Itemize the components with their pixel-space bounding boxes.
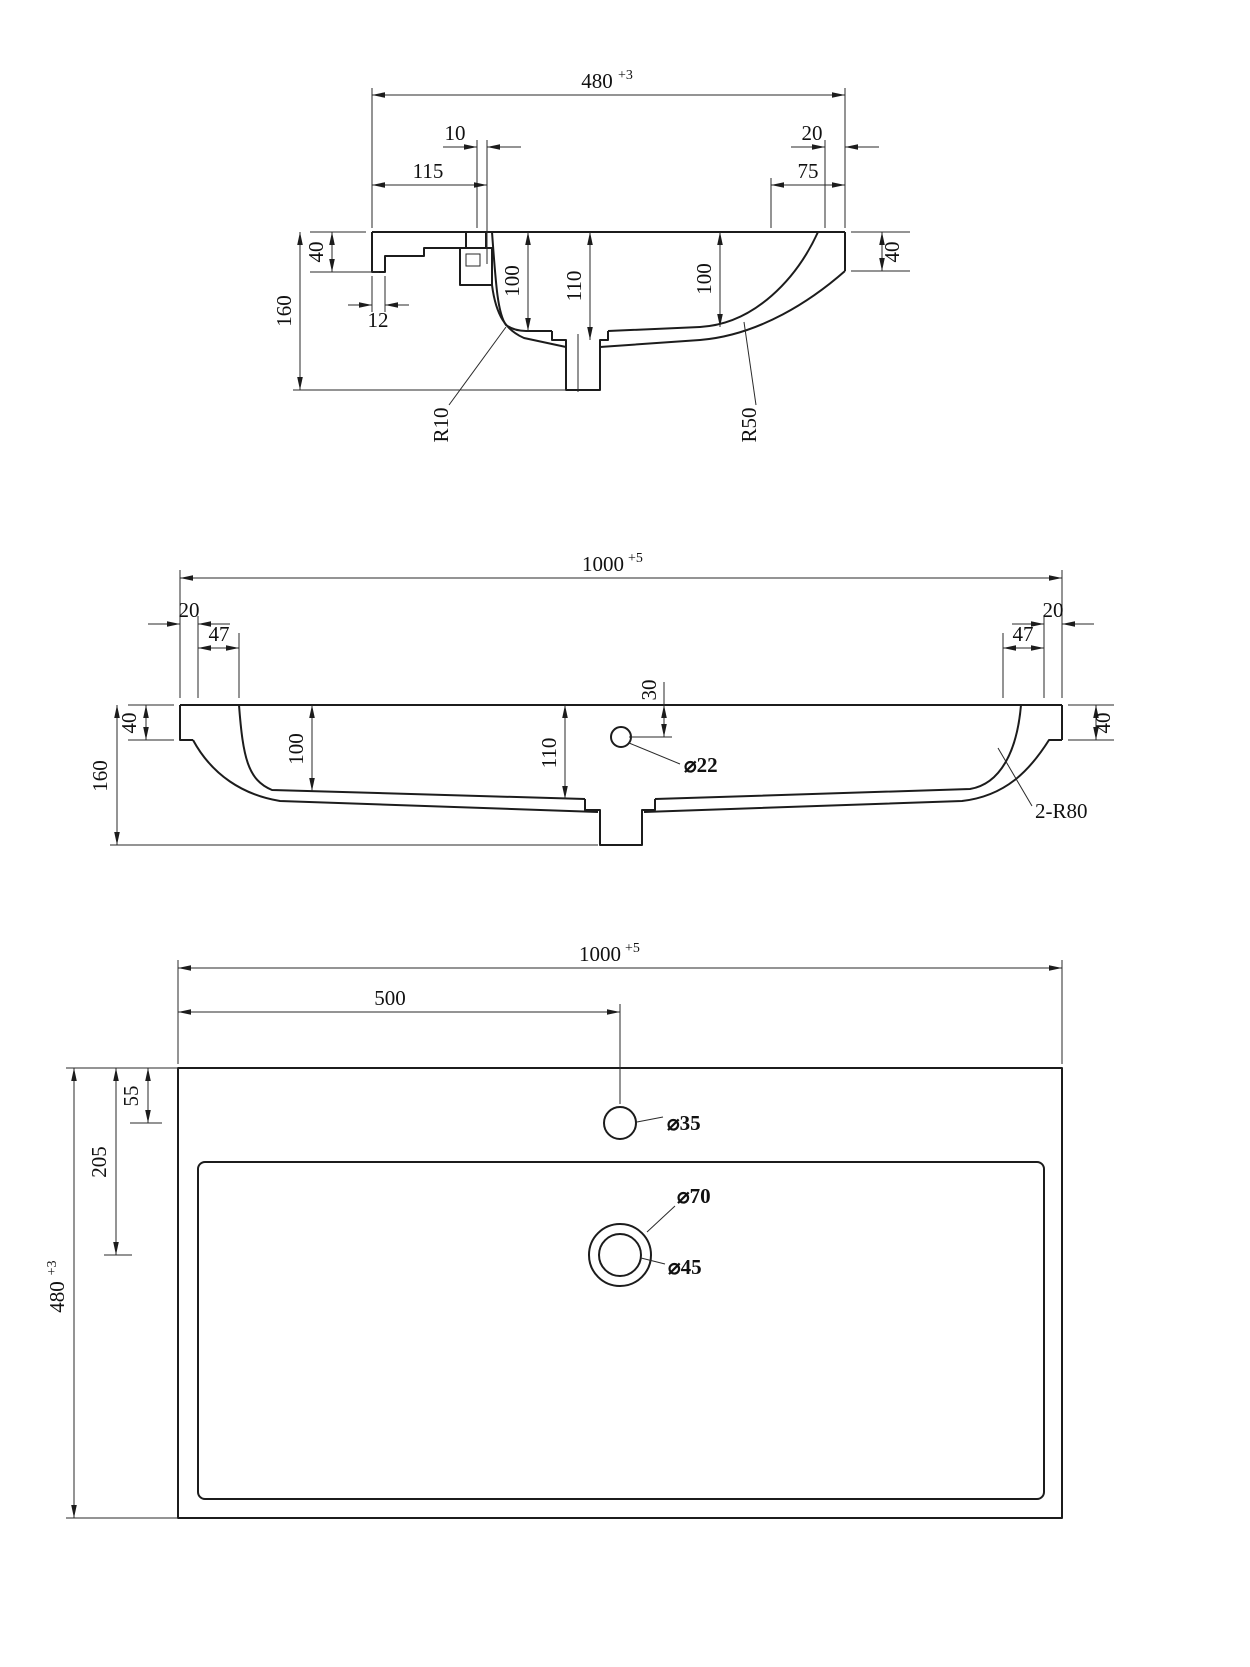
- shell-outer-left: [491, 284, 567, 348]
- dim-front-110: 110: [537, 738, 561, 769]
- dim-front-40-left: 40: [117, 713, 141, 734]
- dim-side-40-right: 40: [880, 242, 904, 263]
- front-section-outline: [179, 704, 1063, 846]
- dim-side-115: 115: [413, 159, 444, 183]
- dim-side-110: 110: [562, 271, 586, 302]
- hole-dia-leader: [628, 742, 681, 765]
- bowl-inner-right-front: [654, 704, 1022, 800]
- faucet-hole-plan: [603, 1106, 637, 1140]
- dim-plan-500: 500: [374, 986, 406, 1010]
- dim-side-width-tol: +3: [618, 68, 633, 83]
- side-section-outline: [371, 231, 846, 392]
- dim-front-width: 1000: [582, 552, 624, 576]
- dim-side-100-right: 100: [692, 263, 716, 295]
- drain-stub-front: [584, 799, 656, 846]
- drain-outer-leader: [646, 1205, 676, 1233]
- dim-plan-depth: 480: [45, 1281, 69, 1313]
- faucet-hole-front: [610, 726, 632, 748]
- dim-side-10: 10: [445, 121, 466, 145]
- dim-front-20-left: 20: [179, 598, 200, 622]
- r50-leader: [743, 321, 757, 406]
- dim-plan-depth-tol: +3: [45, 1261, 60, 1276]
- dim-side-40-left: 40: [304, 242, 328, 263]
- faucet-pocket-detail: [465, 253, 481, 267]
- faucet-pocket: [459, 247, 493, 286]
- bowl-inner-right-r50: [607, 231, 819, 332]
- faucet-hole-section: [465, 232, 487, 248]
- dim-side-75: 75: [798, 159, 819, 183]
- label-r50: R50: [737, 407, 761, 442]
- dim-front-100: 100: [284, 733, 308, 765]
- dim-plan-width-tol: +5: [625, 941, 640, 956]
- basin-outer-plan: [177, 1067, 1063, 1519]
- label-corner-radius: 2-R80: [1035, 799, 1088, 823]
- plan-dimensions: [66, 960, 1063, 1519]
- plan-view: 1000 +5 500 55 205 480 +3 ⌀35 ⌀70 ⌀45: [45, 941, 1063, 1519]
- dim-front-160: 160: [88, 760, 112, 792]
- dim-plan-55: 55: [119, 1086, 143, 1107]
- plan-outline: [177, 1067, 1063, 1519]
- dim-front-width-tol: +5: [628, 551, 643, 566]
- dim-front-47-right: 47: [1013, 622, 1034, 646]
- side-section-dimensions: [293, 88, 910, 406]
- drain-outer-plan: [588, 1223, 652, 1287]
- label-faucet-dia: ⌀35: [667, 1111, 701, 1135]
- shell-outer-right-front: [643, 739, 1062, 813]
- label-hole-dia: ⌀22: [684, 753, 718, 777]
- dim-side-width: 480: [581, 69, 613, 93]
- dim-side-20: 20: [802, 121, 823, 145]
- drain-inner-leader: [640, 1257, 666, 1265]
- side-section-view: 480 +3 10 20 115 75 40 160 12 100 110 10…: [272, 68, 910, 443]
- shell-outer-left-front: [192, 739, 599, 813]
- dim-side-12: 12: [368, 308, 389, 332]
- label-drain-inner-dia: ⌀45: [668, 1255, 702, 1279]
- dim-front-47-left: 47: [209, 622, 230, 646]
- dim-plan-205: 205: [87, 1146, 111, 1178]
- front-section-view: 1000 +5 20 47 47 20 40 160 100 110 30 ⌀2…: [88, 551, 1115, 846]
- drain-inner-plan: [598, 1233, 642, 1277]
- bowl-inner-left-front: [238, 704, 586, 800]
- r10-leader: [448, 326, 507, 406]
- corner-radius-leader: [997, 747, 1033, 807]
- dim-front-30: 30: [637, 680, 661, 701]
- shell-outer-right: [599, 270, 846, 348]
- label-drain-outer-dia: ⌀70: [677, 1184, 711, 1208]
- faucet-dia-leader: [636, 1116, 664, 1123]
- front-section-dimensions: [110, 570, 1114, 846]
- dim-side-160: 160: [272, 295, 296, 327]
- dim-front-20-right: 20: [1043, 598, 1064, 622]
- basin-inner-plan: [197, 1161, 1045, 1500]
- dim-plan-width: 1000: [579, 942, 621, 966]
- dim-side-100-left: 100: [500, 265, 524, 297]
- dim-front-40-right: 40: [1091, 713, 1115, 734]
- drain-stub-side: [551, 331, 609, 391]
- label-r10: R10: [429, 407, 453, 442]
